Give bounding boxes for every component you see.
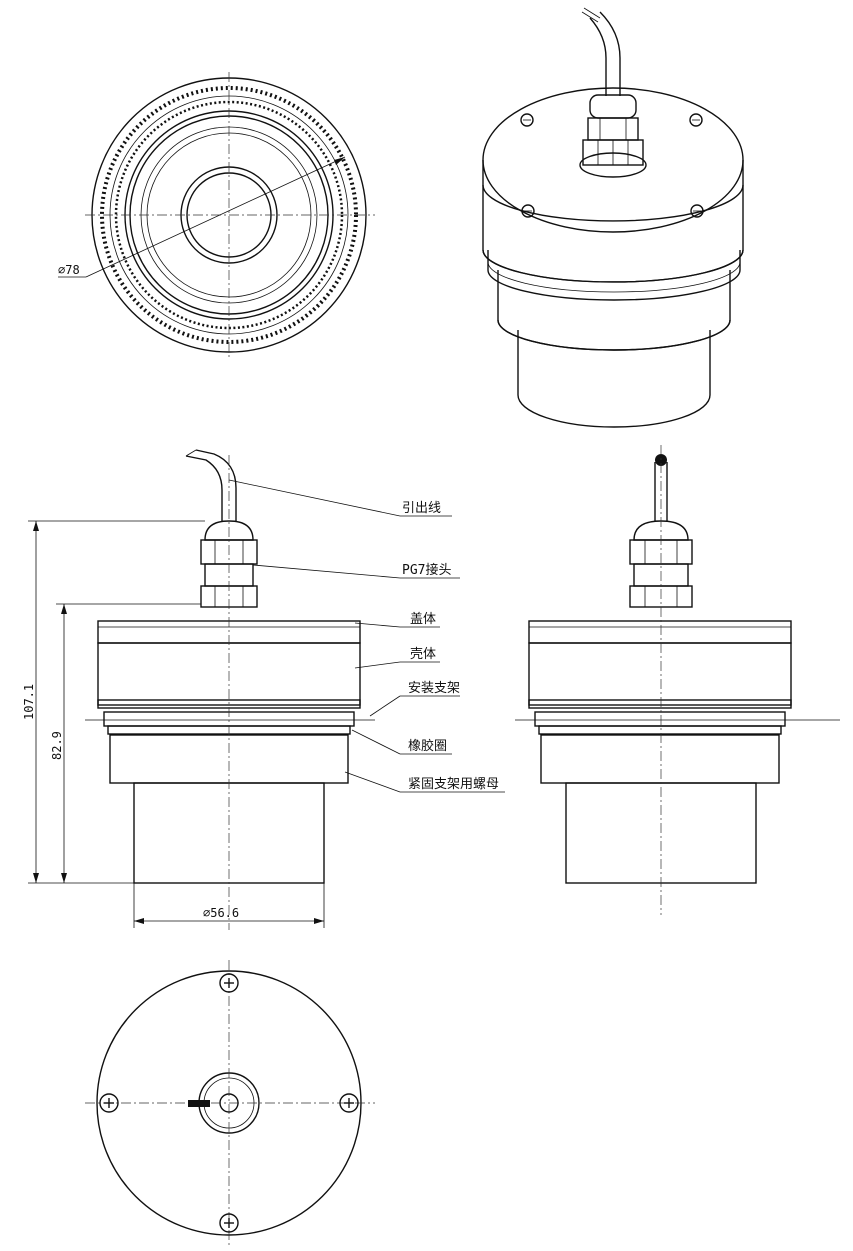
bottom-view xyxy=(85,960,375,1245)
pg7-connector-label: PG7接头 xyxy=(402,562,451,578)
shell-label: 壳体 xyxy=(410,647,436,662)
bracket-nut-label: 紧固支架用螺母 xyxy=(408,777,499,792)
top-view: ⌀78 xyxy=(58,72,375,360)
total-height-dimension: 107.1 xyxy=(22,684,36,720)
bottom-diameter-dimension: ⌀56.6 xyxy=(203,906,239,920)
front-view: 引出线 PG7接头 盖体 壳体 安装支架 橡胶圈 紧固支架用螺母 107.1 8… xyxy=(22,449,505,930)
rubber-ring-label: 橡胶圈 xyxy=(408,738,447,754)
cover-label: 盖体 xyxy=(410,612,436,627)
isometric-view xyxy=(482,7,744,428)
body-height-dimension: 82.9 xyxy=(50,731,64,760)
lead-wire-label: 引出线 xyxy=(402,501,441,516)
outer-diameter-dimension: ⌀78 xyxy=(58,263,80,277)
mounting-bracket-label: 安装支架 xyxy=(408,681,460,696)
side-view xyxy=(515,445,840,915)
